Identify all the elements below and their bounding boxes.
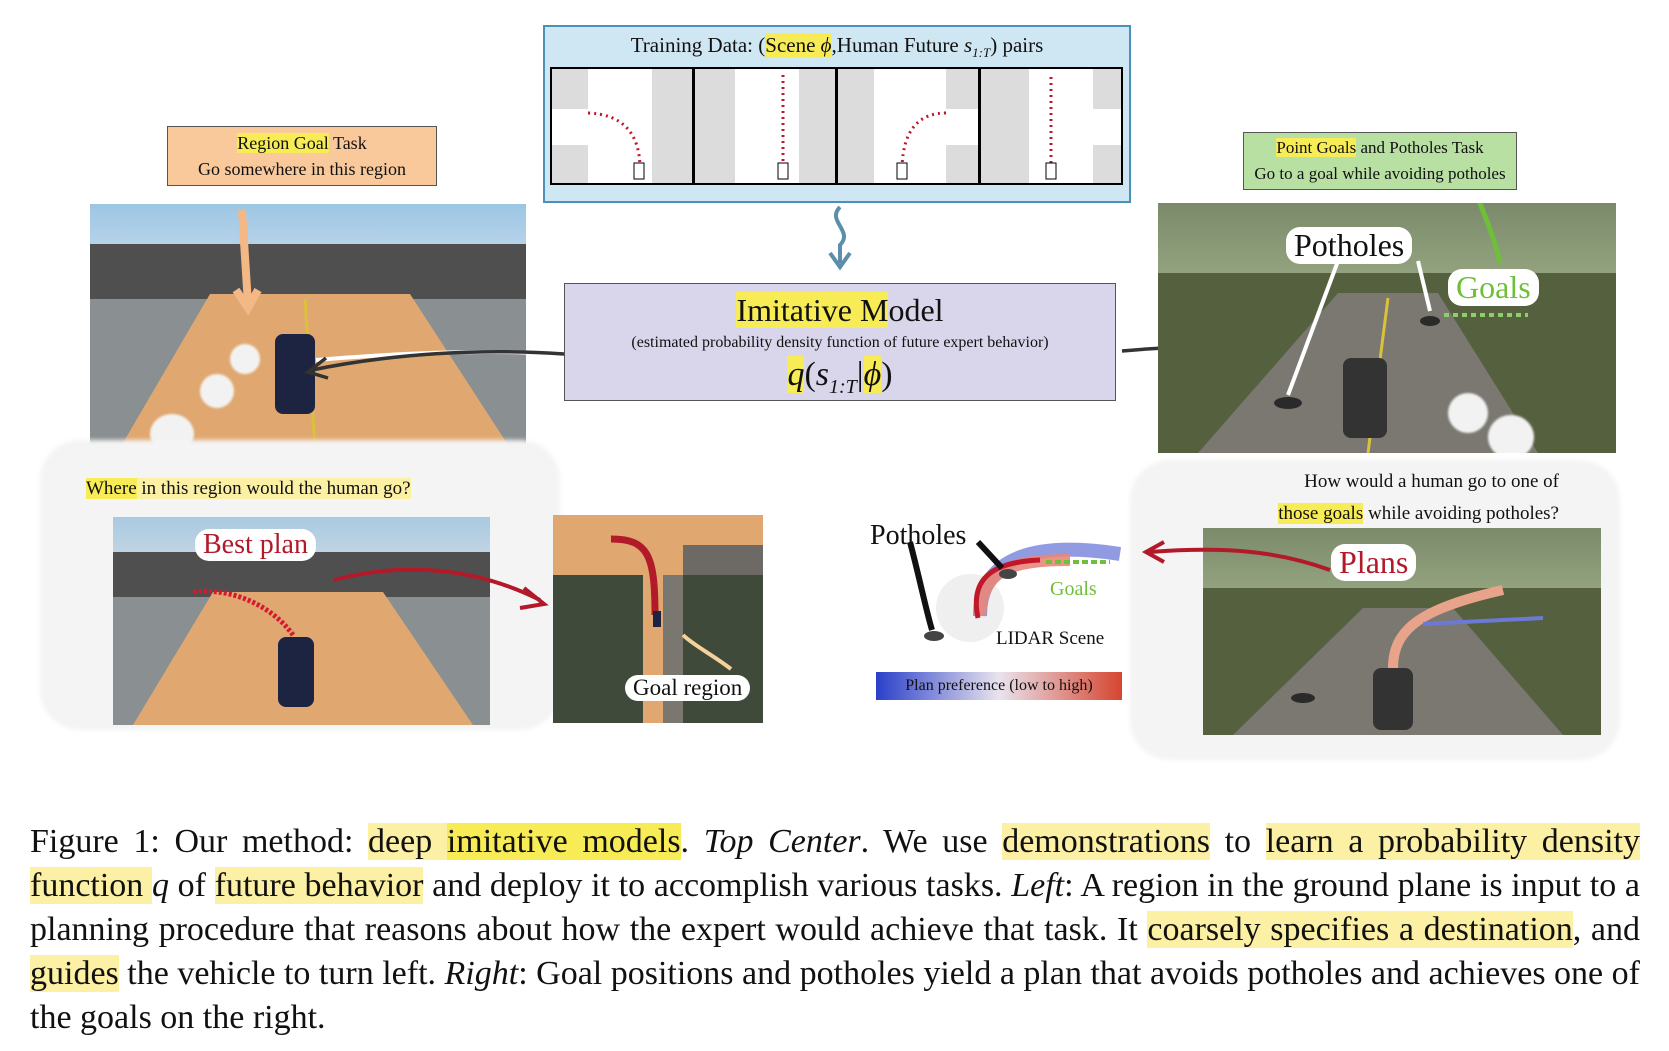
region-goal-task-box: Region Goal Task Go somewhere in this re…	[167, 126, 437, 186]
training-data-title: Training Data: (Scene ϕ,Human Future s1:…	[630, 33, 1044, 61]
plans-arrow-icon	[1141, 540, 1331, 572]
goal-region-label: Goal region	[625, 675, 751, 701]
imitative-model-box: Imitative Model (estimated probability d…	[564, 283, 1116, 401]
squiggle-arrow-icon	[828, 205, 852, 271]
training-panel-right-turn	[836, 67, 980, 185]
figure-caption: Figure 1: Our method: deep imitative mod…	[30, 823, 1640, 1036]
training-panel-straight	[693, 67, 837, 185]
goal-region-image: Goal region	[553, 515, 763, 723]
training-panel-left-turn	[550, 67, 694, 185]
lidar-potholes-label: Potholes	[870, 520, 967, 551]
model-to-left-arrow-icon	[304, 349, 565, 380]
best-plan-scene-image: Best plan	[113, 517, 490, 725]
best-plan-arrow-icon	[333, 567, 549, 610]
right-question: How would a human go to one of those goa…	[1278, 471, 1559, 524]
potholes-label: Potholes	[1286, 227, 1413, 264]
training-panel-straight-2	[979, 67, 1123, 185]
plans-scene-image: Plans	[1203, 528, 1601, 735]
potholes-scene-image: Potholes Goals	[1158, 203, 1616, 453]
lidar-scene-label: LIDAR Scene	[996, 628, 1105, 649]
plan-preference-colorbar: Plan preference (low to high)	[876, 672, 1122, 700]
left-question: Where in this region would the human go?	[86, 478, 411, 499]
best-plan-label: Best plan	[195, 529, 316, 561]
model-subtitle: (estimated probability density function …	[631, 334, 1049, 351]
region-scene-image	[90, 204, 526, 448]
plans-label: Plans	[1331, 544, 1417, 581]
lidar-plan-diagram	[907, 539, 1122, 642]
model-formula: q(s1:T|ϕ)	[787, 356, 893, 398]
goals-label: Goals	[1448, 269, 1539, 306]
lidar-goals-label: Goals	[1050, 578, 1097, 600]
point-goals-task-box: Point Goals and Potholes Task Go to a go…	[1243, 132, 1517, 190]
training-data-box: Training Data: (Scene ϕ,Human Future s1:…	[543, 25, 1131, 203]
model-title: Imitative Model	[736, 292, 944, 328]
